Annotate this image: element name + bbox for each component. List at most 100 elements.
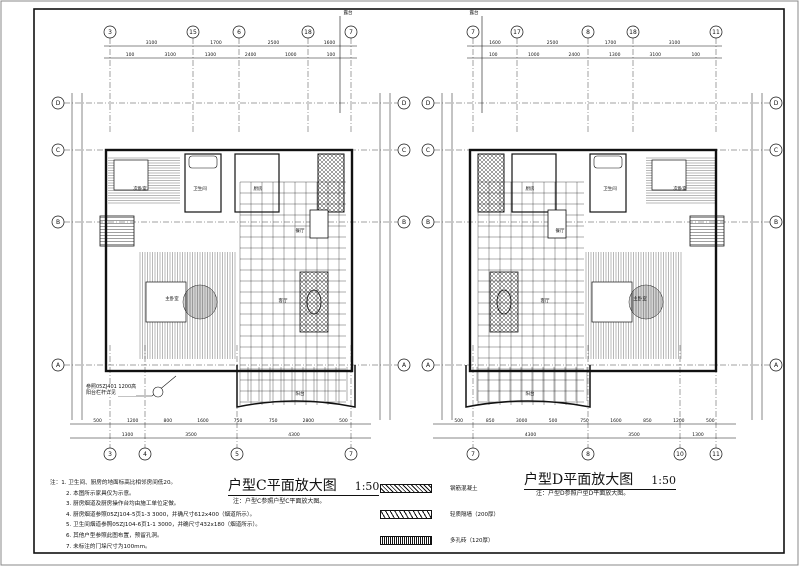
dimension-text: 750 bbox=[580, 418, 589, 424]
room-label: 卫生间 bbox=[193, 185, 207, 192]
axis-label: 7 bbox=[349, 29, 353, 36]
axis-label: 18 bbox=[304, 29, 312, 36]
room-label: 阳台 bbox=[526, 390, 535, 397]
side-balcony bbox=[689, 215, 725, 247]
legend-label: 多孔砖（120厚） bbox=[450, 538, 494, 544]
room-label: 卫生间 bbox=[603, 185, 617, 192]
axis-label: A bbox=[56, 362, 61, 369]
second-bed bbox=[651, 159, 687, 191]
dimension-text: 500 bbox=[454, 418, 463, 424]
axis-bubble bbox=[769, 96, 783, 110]
note-item: 5. 卫生间烟道参照05ZJ104-6页1-1 3000，并确尺寸432x180… bbox=[66, 522, 261, 529]
axis-bubble bbox=[626, 25, 640, 39]
note-item: 注：1. 卫生间、厨房的地面标高比相邻房间低20。 bbox=[50, 480, 177, 486]
dimension-text: 500 bbox=[339, 418, 348, 424]
terrace-mark-label: 露台 bbox=[470, 9, 479, 16]
bathroom-wall bbox=[184, 153, 222, 213]
second-bed bbox=[113, 159, 149, 191]
legend-label: 轻质隔墙（200厚） bbox=[450, 512, 499, 518]
axis-bubble bbox=[51, 215, 65, 229]
dimension-text: 3500 bbox=[185, 432, 197, 438]
axis-label: 8 bbox=[586, 29, 590, 36]
axis-bubble bbox=[51, 358, 65, 372]
axis-label: 7 bbox=[349, 451, 353, 458]
axis-label: 3 bbox=[108, 29, 112, 36]
note-item: 4. 厨房烟道参照05ZJ104-5页1-3 3000，并确尺寸612x400（… bbox=[66, 511, 256, 518]
legend-label: 钢筋混凝土 bbox=[450, 486, 478, 492]
callout-leader-line bbox=[118, 375, 177, 397]
axis-bubble bbox=[51, 143, 65, 157]
dimension-text: 1600 bbox=[489, 40, 501, 46]
axis-label: C bbox=[56, 147, 60, 154]
axis-label: 7 bbox=[471, 29, 475, 36]
axis-bubble bbox=[103, 447, 117, 461]
dimension-text: 3100 bbox=[165, 52, 177, 58]
room-label: 餐厅 bbox=[296, 227, 305, 234]
plan-c-subtitle: 注：户型C参照户型C平面放大图。 bbox=[233, 498, 326, 505]
axis-bubble bbox=[466, 447, 480, 461]
dimension-text: 1600 bbox=[324, 40, 336, 46]
axis-label: 8 bbox=[586, 451, 590, 458]
storage-room bbox=[477, 153, 505, 213]
dimension-text: 100 bbox=[126, 52, 135, 58]
room-label: 主卧室 bbox=[633, 295, 647, 302]
dimension-text: 3000 bbox=[516, 418, 528, 424]
material-legend: 钢筋混凝土 轻质隔墙（200厚） 多孔砖（120厚） bbox=[380, 475, 499, 553]
bathtub bbox=[188, 155, 218, 169]
axis-bubble bbox=[397, 96, 411, 110]
side-balcony bbox=[99, 215, 135, 247]
axis-bubble bbox=[186, 25, 200, 39]
plan-d-subtitle: 注：户型D参照户型D平面放大图。 bbox=[536, 490, 630, 497]
callout-text: 阳台栏杆详见 bbox=[86, 390, 117, 396]
axis-label: 6 bbox=[237, 29, 241, 36]
room-label: 客厅 bbox=[541, 297, 550, 304]
light-wall-hatch-swatch bbox=[380, 509, 432, 519]
dimension-text: 1300 bbox=[609, 52, 621, 58]
dimension-text: 1300 bbox=[122, 432, 134, 438]
dimension-text: 1300 bbox=[205, 52, 217, 58]
rug-coffee-table bbox=[489, 271, 519, 333]
callout-text: 参照05ZJ401 1200高 bbox=[86, 384, 137, 390]
axis-bubble bbox=[103, 25, 117, 39]
axis-label: A bbox=[402, 362, 407, 369]
balcony-wall bbox=[465, 365, 591, 408]
dimension-text: 100 bbox=[327, 52, 336, 58]
axis-bubble bbox=[466, 25, 480, 39]
drawing-frame bbox=[33, 8, 785, 554]
dimension-text: 500 bbox=[706, 418, 715, 424]
room-label: 阳台 bbox=[296, 390, 305, 397]
dimension-text: 1000 bbox=[528, 52, 540, 58]
axis-bubble bbox=[510, 25, 524, 39]
dimension-text: 500 bbox=[549, 418, 558, 424]
axis-bubble bbox=[709, 25, 723, 39]
dimension-text: 2500 bbox=[547, 40, 559, 46]
room-label: 厨房 bbox=[526, 185, 535, 192]
axis-bubble bbox=[769, 143, 783, 157]
master-bed bbox=[591, 281, 633, 323]
note-item: 6. 其他户型参照此图布置，预留孔洞。 bbox=[66, 532, 163, 539]
dimension-text: 3500 bbox=[628, 432, 640, 438]
room-label: 厨房 bbox=[254, 185, 263, 192]
round-rug bbox=[628, 284, 664, 320]
axis-bubble bbox=[769, 358, 783, 372]
room-label: 次卧室 bbox=[673, 185, 687, 192]
axis-bubble bbox=[673, 447, 687, 461]
kitchen-wall bbox=[511, 153, 557, 213]
plan-c-title-text: 户型C平面放大图 bbox=[228, 478, 337, 494]
legend-item: 轻质隔墙（200厚） bbox=[380, 501, 499, 527]
dimension-text: 2800 bbox=[303, 418, 315, 424]
balcony-railing-callout: 参照05ZJ401 1200高 阳台栏杆详见 bbox=[86, 384, 137, 396]
dimension-text: 4300 bbox=[525, 432, 537, 438]
axis-label: B bbox=[774, 219, 778, 226]
exterior-wall bbox=[104, 148, 354, 373]
axis-label: C bbox=[774, 147, 778, 154]
axis-bubble bbox=[421, 215, 435, 229]
storage-room bbox=[317, 153, 345, 213]
dining-table bbox=[547, 209, 567, 239]
dimension-text: 2500 bbox=[268, 40, 280, 46]
dimension-text: 500 bbox=[93, 418, 102, 424]
dimension-text: 3100 bbox=[669, 40, 681, 46]
axis-label: B bbox=[426, 219, 430, 226]
